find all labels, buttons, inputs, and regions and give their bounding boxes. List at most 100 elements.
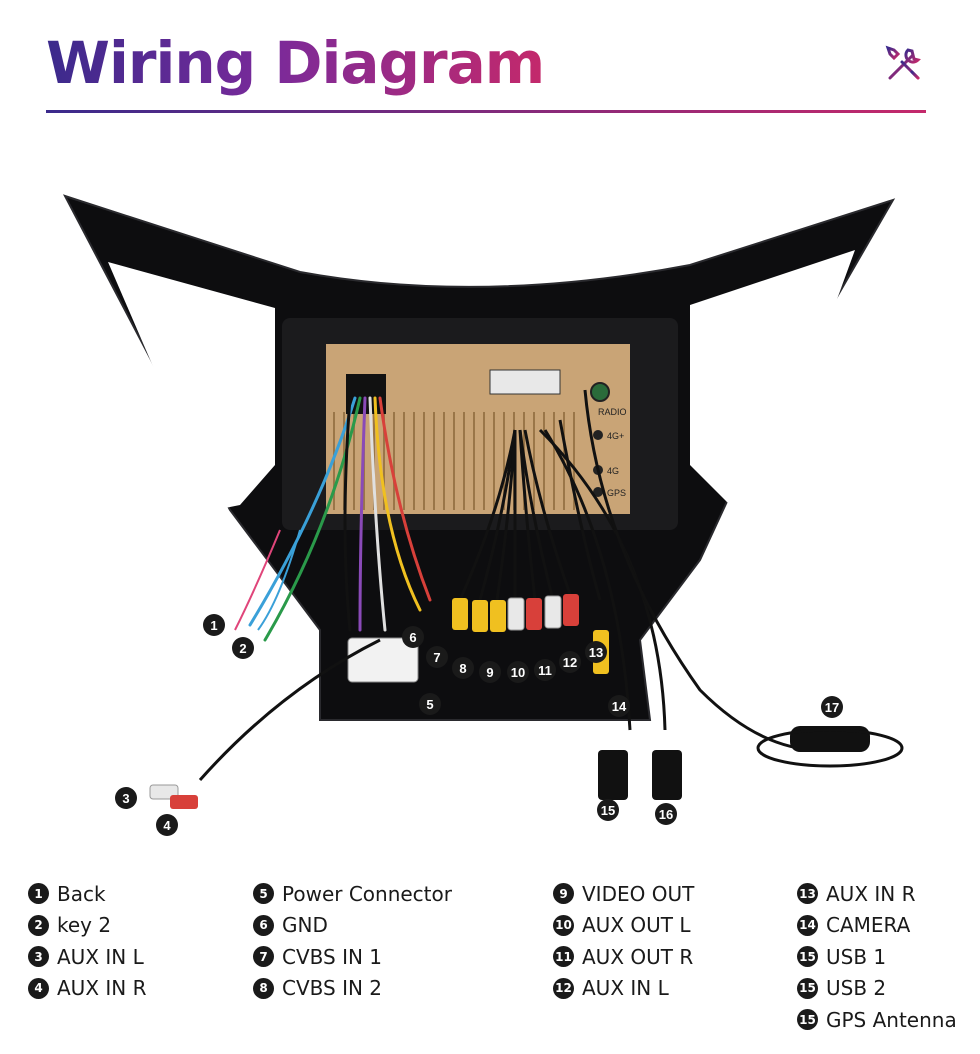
svg-text:3: 3 [122, 791, 129, 806]
callout-3: 3 [115, 787, 137, 809]
radio-port-label: RADIO [598, 407, 627, 417]
svg-text:12: 12 [563, 655, 577, 670]
key-wire-2 [257, 529, 301, 631]
legend-item: 3 AUX IN L [28, 941, 147, 973]
legend-label: USB 2 [826, 976, 887, 1001]
legend-label: AUX IN R [57, 976, 147, 1001]
legend-label: AUX OUT R [582, 944, 694, 969]
legend-label: AUX IN R [826, 881, 916, 906]
legend-item: 9 VIDEO OUT [553, 878, 694, 910]
legend-item: 2 key 2 [28, 910, 147, 942]
port-gps-label: GPS [607, 488, 626, 498]
svg-text:4: 4 [163, 818, 171, 833]
usb-plug-1 [598, 750, 628, 800]
aux-plug-white [149, 784, 179, 800]
callout-15: 15 [597, 799, 619, 821]
aux-in-cable [198, 638, 381, 781]
svg-text:7: 7 [433, 650, 440, 665]
legend-label: USB 1 [826, 944, 887, 969]
legend-number-badge: 13 [797, 883, 818, 905]
callout-2: 2 [232, 637, 254, 659]
legend-item: 4 AUX IN R [28, 973, 147, 1005]
legend-label: Back [57, 881, 106, 906]
rca-plugs [452, 594, 609, 674]
legend-label: CAMERA [826, 913, 911, 938]
svg-text:1: 1 [210, 618, 217, 633]
legend-label: AUX IN L [582, 976, 669, 1001]
usb-plug-2 [652, 750, 682, 800]
svg-text:11: 11 [538, 663, 552, 678]
connector-socket-2 [489, 369, 561, 395]
svg-text:9: 9 [486, 665, 493, 680]
legend-item: 6 GND [253, 910, 452, 942]
legend-label: key 2 [57, 913, 112, 938]
legend-number-badge: 9 [553, 883, 574, 905]
callout-14: 14 [608, 695, 630, 717]
port-gps [593, 487, 603, 497]
legend-item: 15 USB 1 [797, 941, 957, 973]
rca-cable-bundle [458, 389, 821, 752]
gps-antenna-cable-loop [756, 728, 904, 768]
callouts: 1 2 3 4 5 6 7 8 9 10 11 12 13 14 15 16 1… [115, 614, 843, 836]
callout-8: 8 [452, 657, 474, 679]
svg-text:14: 14 [612, 699, 627, 714]
callout-1: 1 [203, 614, 225, 636]
callout-16: 16 [655, 803, 677, 825]
legend-label: CVBS IN 2 [282, 976, 383, 1001]
legend-number-badge: 11 [553, 946, 574, 968]
port-4g-label: 4G [607, 466, 619, 476]
svg-text:16: 16 [659, 807, 673, 822]
legend-label: GPS Antenna [826, 1007, 957, 1032]
bezel-right-window [690, 250, 855, 510]
legend-label: AUX IN L [57, 944, 144, 969]
svg-text:15: 15 [601, 803, 615, 818]
legend-number-badge: 4 [28, 977, 49, 999]
aux-plug-red [170, 795, 198, 809]
legend-label: Power Connector [282, 881, 452, 906]
legend-number-badge: 2 [28, 914, 49, 936]
legend-number-badge: 5 [253, 883, 274, 905]
port-4g-plus [593, 430, 603, 440]
legend-label: VIDEO OUT [582, 881, 695, 906]
svg-text:2: 2 [239, 641, 246, 656]
legend-number-badge: 10 [553, 914, 574, 936]
key-wire-1 [234, 529, 281, 631]
callout-13: 13 [585, 641, 607, 663]
gps-antenna-body [790, 726, 870, 752]
callout-9: 9 [479, 661, 501, 683]
callout-5: 5 [419, 693, 441, 715]
svg-text:10: 10 [511, 665, 525, 680]
page-title: Wiring Diagram [46, 29, 545, 97]
legend-number-badge: 15 [797, 977, 818, 999]
legend-number-badge: 3 [28, 946, 49, 968]
title-underline [46, 110, 926, 113]
svg-text:6: 6 [409, 630, 416, 645]
svg-text:8: 8 [459, 661, 466, 676]
legend-label: AUX OUT L [582, 913, 691, 938]
legend-item: 10 AUX OUT L [553, 910, 694, 942]
callout-12: 12 [559, 651, 581, 673]
wiring-diagram: RADIO 4G+ 4G GPS [62, 194, 904, 836]
radio-antenna-port [590, 382, 610, 402]
callout-6: 6 [402, 626, 424, 648]
power-harness-wires [248, 396, 432, 642]
port-4g-plus-label: 4G+ [607, 431, 624, 441]
svg-text:13: 13 [589, 645, 603, 660]
legend-label: GND [282, 913, 328, 938]
legend-label: CVBS IN 1 [282, 944, 383, 969]
legend-number-badge: 15 [797, 1009, 818, 1031]
legend-number-badge: 6 [253, 914, 274, 936]
bezel-left-window [108, 262, 275, 510]
legend-number-badge: 15 [797, 946, 818, 968]
header: Wiring Diagram [46, 22, 926, 114]
svg-text:5: 5 [426, 697, 433, 712]
legend-number-badge: 14 [797, 914, 818, 936]
legend-item: 13 AUX IN R [797, 878, 957, 910]
svg-text:17: 17 [825, 700, 839, 715]
